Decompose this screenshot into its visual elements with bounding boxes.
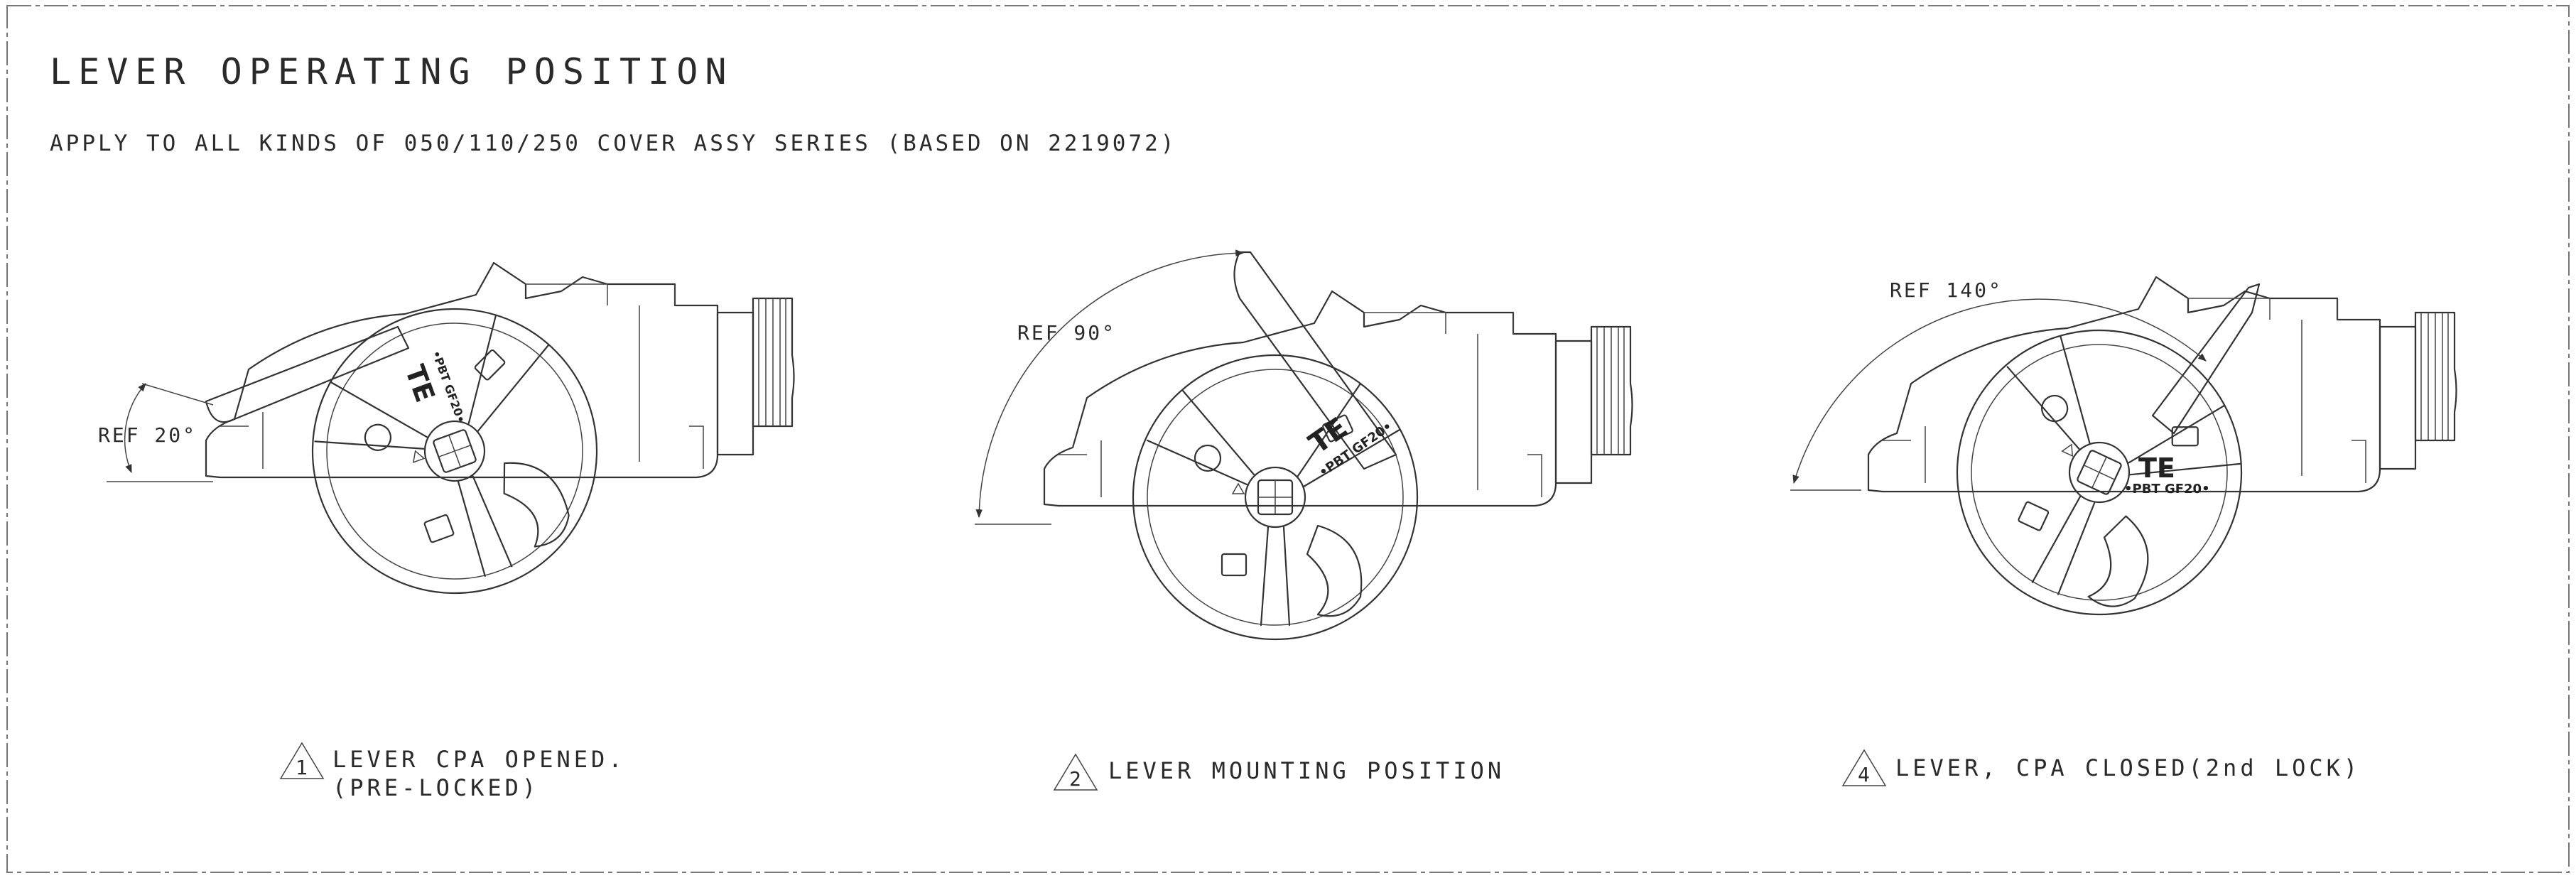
view-lever-cpa-opened: TE •PBT GF20• REF 20° 1 LEVER CPA OPENED…	[98, 261, 795, 801]
note-number: 2	[1069, 767, 1081, 791]
angle-dimension: REF 140°	[1790, 278, 2207, 491]
note-number: 1	[296, 756, 308, 779]
note-callout: 2 LEVER MOUNTING POSITION	[1053, 753, 1505, 791]
note-triangle-icon	[279, 742, 325, 779]
note-triangle-icon	[1841, 749, 1887, 786]
page-subtitle: APPLY TO ALL KINDS OF 050/110/250 COVER …	[50, 131, 1176, 156]
note-triangle-icon	[1053, 753, 1098, 791]
note-number: 4	[1858, 763, 1870, 786]
view-caption: LEVER, CPA CLOSED(2nd LOCK)	[1895, 754, 2361, 781]
lever-drawing: TE •PBT GF20•	[1910, 283, 2289, 662]
lever-drawing: TE •PBT GF20•	[1132, 251, 1419, 641]
view-caption-line2: (PRE-LOCKED)	[332, 774, 539, 801]
lever-drawing: TE •PBT GF20•	[205, 268, 638, 634]
view-lever-cpa-closed: TE •PBT GF20• REF 140° 4 LEVER, CPA CLOS…	[1790, 276, 2457, 786]
angle-dimension: REF 90°	[975, 249, 1245, 525]
material-marking-text: •PBT GF20•	[2124, 482, 2210, 497]
ref-angle-label: REF 90°	[1017, 321, 1116, 345]
connector-housing-drawing	[1043, 290, 1633, 507]
note-callout: 1 LEVER CPA OPENED. (PRE-LOCKED)	[279, 742, 626, 801]
angle-dimension: REF 20°	[98, 383, 214, 482]
ref-angle-label: REF 140°	[1890, 278, 2003, 302]
te-logo-text: TE	[2138, 452, 2175, 484]
sheet-border	[6, 5, 2570, 873]
view-lever-mounting-position: TE •PBT GF20• REF 90° 2 LEVER MOUNTING P…	[975, 249, 1633, 791]
note-callout: 4 LEVER, CPA CLOSED(2nd LOCK)	[1841, 749, 2361, 786]
view-caption: LEVER MOUNTING POSITION	[1108, 757, 1505, 784]
connector-housing-drawing	[205, 261, 795, 479]
ref-angle-label: REF 20°	[98, 423, 197, 447]
view-caption: LEVER CPA OPENED.	[332, 746, 626, 773]
page-title: LEVER OPERATING POSITION	[50, 51, 733, 92]
